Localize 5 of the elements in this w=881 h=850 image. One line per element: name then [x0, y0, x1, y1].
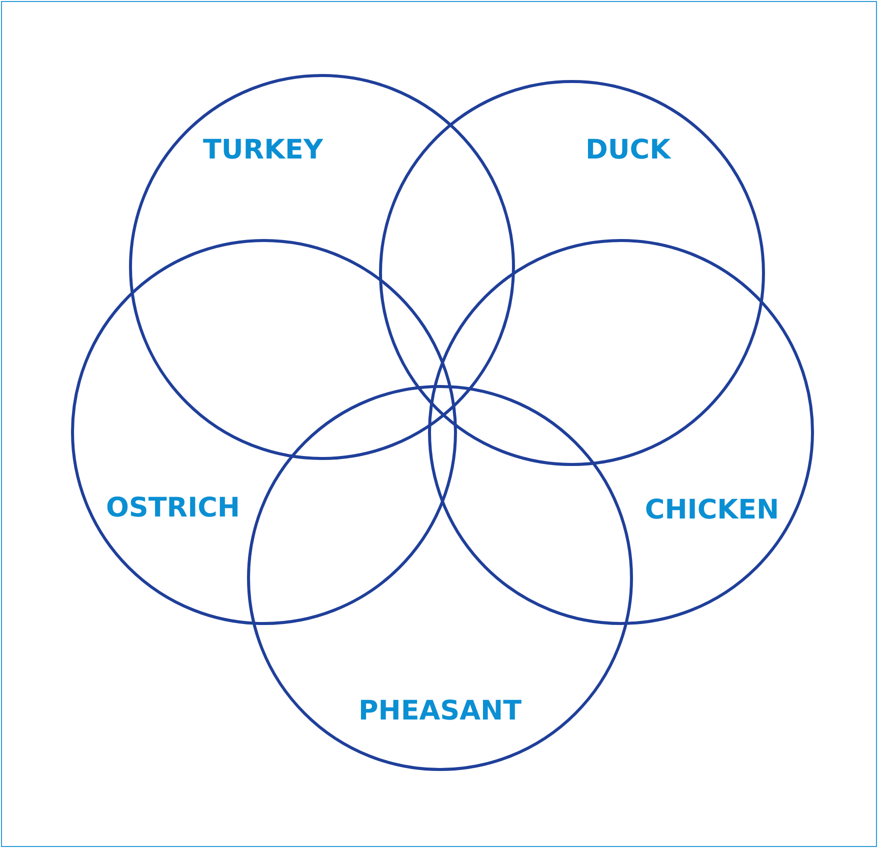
- set-label: DUCK: [585, 136, 671, 164]
- set-label: TURKEY: [202, 136, 324, 164]
- set-label: CHICKEN: [644, 496, 780, 524]
- set-label: PHEASANT: [358, 698, 522, 724]
- set-label: OSTRICH: [106, 494, 240, 522]
